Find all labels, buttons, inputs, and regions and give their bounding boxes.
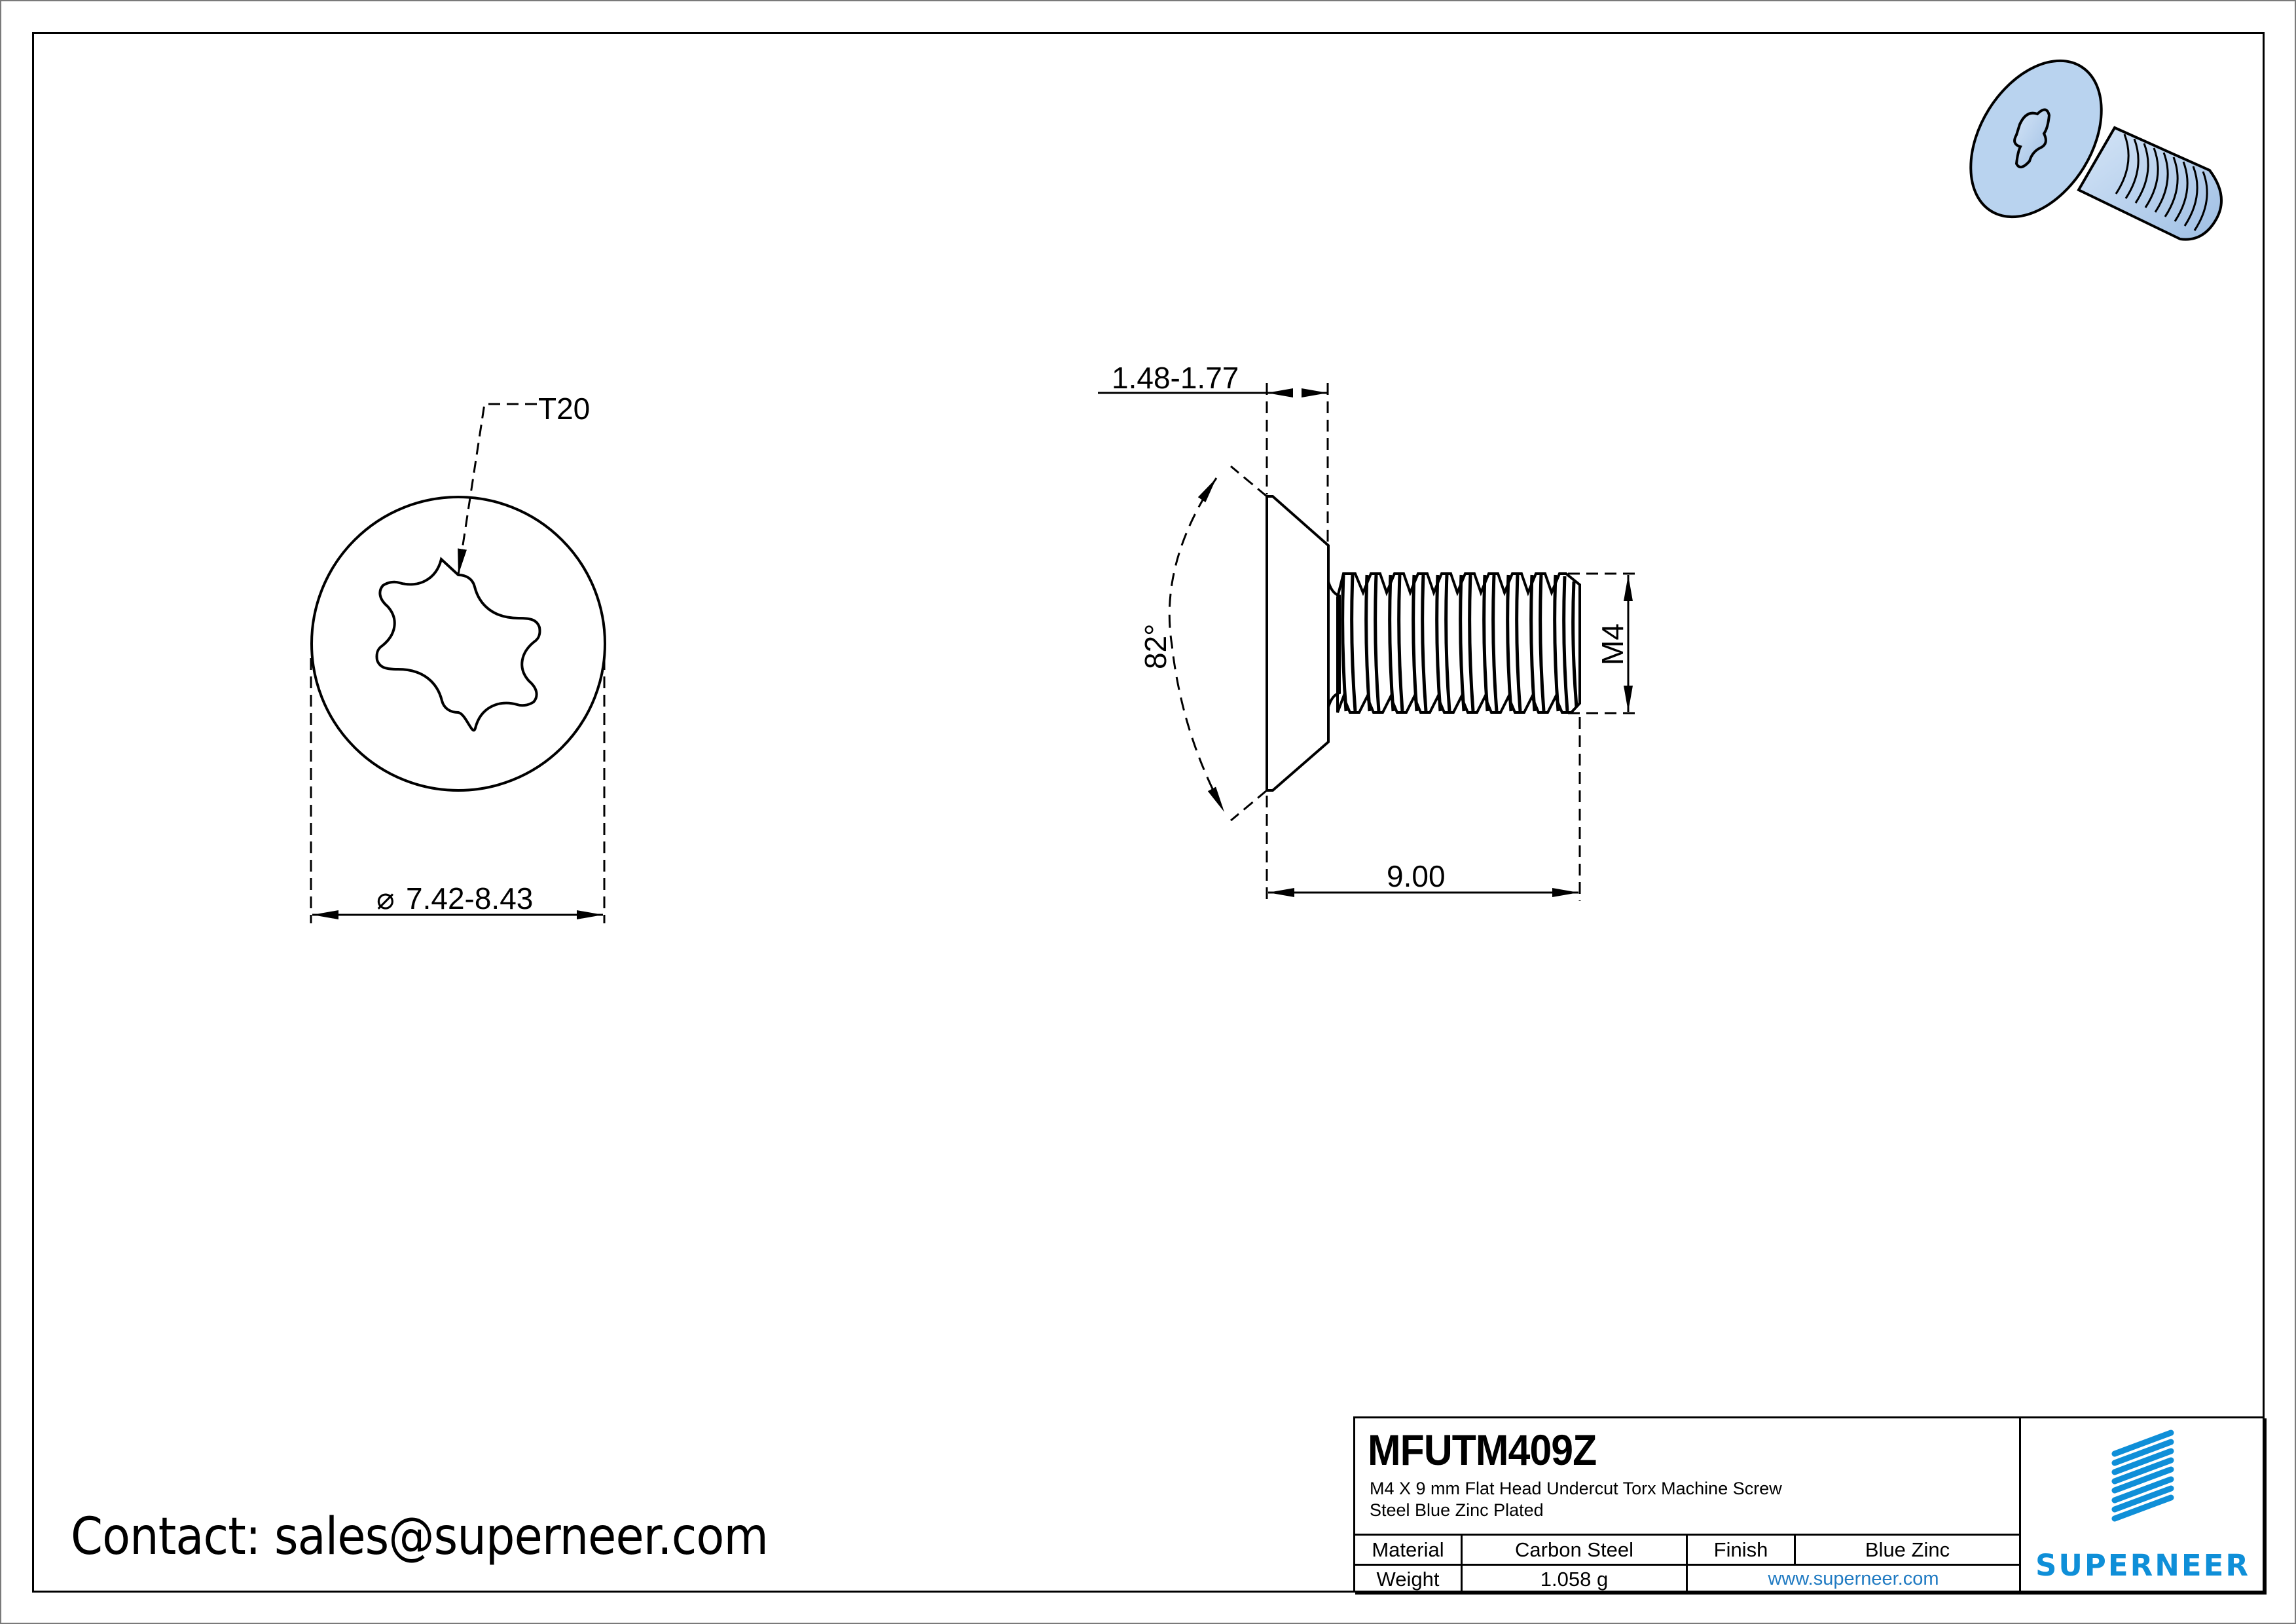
torx-recess-icon	[375, 557, 541, 731]
finish-value: Blue Zinc	[1796, 1536, 2021, 1566]
isometric-screw-preview	[1969, 59, 2223, 241]
head-diameter-label: 7.42-8.43	[406, 881, 533, 915]
angle-extension-top	[1230, 465, 1267, 498]
top-view: T20 ⌀ 7.42-8.43	[310, 392, 606, 923]
countersunk-head	[1266, 495, 1330, 792]
diameter-symbol-icon: ⌀	[376, 881, 395, 915]
material-label: Material	[1355, 1536, 1463, 1566]
superneer-logo-icon	[2111, 1430, 2174, 1522]
brand-logo-cell: SUPERNEER	[2021, 1418, 2267, 1595]
undercut-neck	[1327, 581, 1341, 708]
length-label: 9.00	[1387, 859, 1446, 893]
head-height-label: 1.48-1.77	[1112, 361, 1239, 395]
thread-size-label: M4	[1595, 623, 1630, 665]
t20-leader	[457, 403, 537, 576]
head-outline	[310, 496, 606, 792]
thread-body	[1336, 572, 1581, 714]
title-block: MFUTM409Z M4 X 9 mm Flat Head Undercut T…	[1353, 1416, 2267, 1595]
weight-value: 1.058 g	[1463, 1566, 1688, 1595]
angle-arc	[1168, 477, 1226, 813]
brand-logo-text: SUPERNEER	[2035, 1548, 2251, 1583]
angle-extension-bottom	[1230, 789, 1267, 822]
thread-rings-3d	[2115, 134, 2208, 231]
weight-label: Weight	[1355, 1566, 1463, 1595]
title-block-header: MFUTM409Z M4 X 9 mm Flat Head Undercut T…	[1355, 1418, 2021, 1536]
head-angle-label: 82°	[1139, 623, 1173, 669]
thread-shank-3d	[2077, 126, 2223, 241]
drive-size-label: T20	[538, 392, 590, 426]
material-value: Carbon Steel	[1463, 1536, 1688, 1566]
drawing-frame	[32, 32, 2265, 1593]
finish-label: Finish	[1688, 1536, 1796, 1566]
part-number: MFUTM409Z	[1368, 1426, 1597, 1474]
contact-email: Contact: sales@superneer.com	[71, 1507, 769, 1566]
website-link[interactable]: www.superneer.com	[1688, 1566, 2021, 1595]
side-view: 1.48-1.77 82° M4 9.00	[1098, 361, 1637, 901]
torx-3d-icon	[2013, 108, 2051, 169]
part-description-line2: Steel Blue Zinc Plated	[1370, 1500, 1544, 1520]
part-description-line1: M4 X 9 mm Flat Head Undercut Torx Machin…	[1370, 1479, 1782, 1498]
